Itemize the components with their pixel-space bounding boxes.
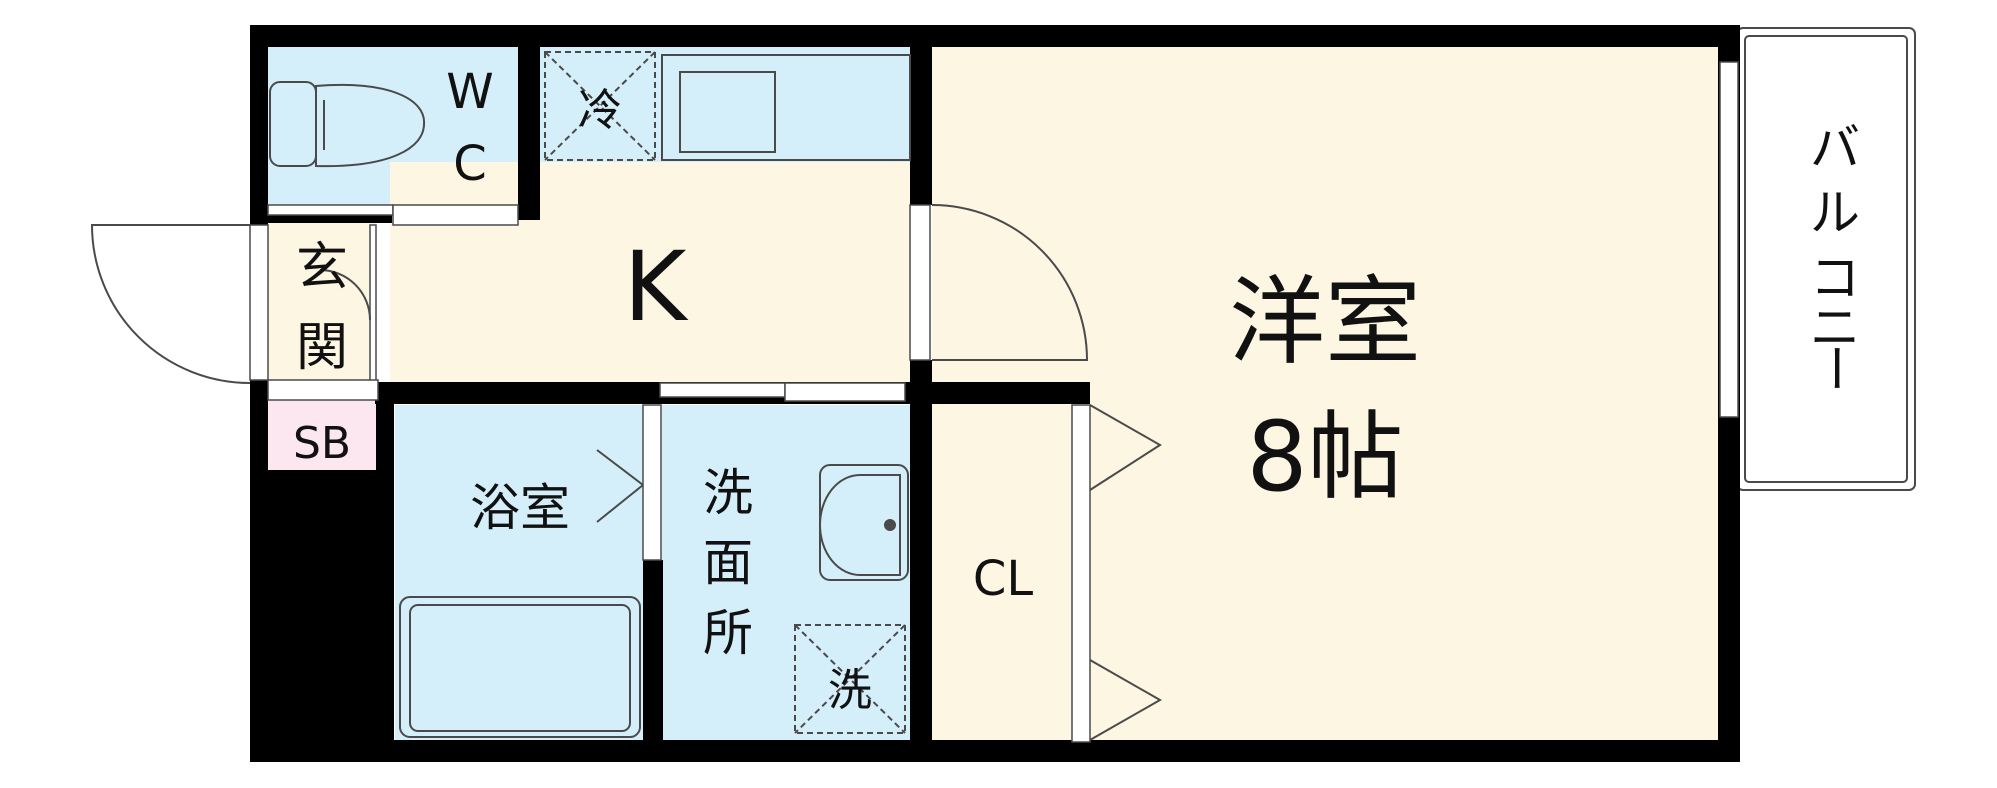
- closet-label: CL: [973, 551, 1034, 607]
- toilet-bowl: [315, 84, 426, 168]
- balcony-label-1: バ: [1810, 119, 1860, 177]
- wc-label-w: W: [446, 64, 493, 120]
- bathtub: [399, 596, 641, 738]
- entrance-area: [268, 222, 376, 384]
- balcony-label-3: コ: [1810, 249, 1860, 307]
- washroom-label-2: 面: [703, 534, 753, 592]
- washer-label: 洗: [828, 665, 872, 716]
- western-room-name: 洋室: [1229, 266, 1421, 378]
- fridge-label: 冷: [578, 85, 622, 136]
- entrance-label-1: 玄: [296, 238, 348, 298]
- labels: W C 冷 K 玄 関 SB 浴室 洗 面 所 洗 CL 洋室 8帖 バ ル コ…: [293, 64, 1864, 716]
- bathroom-label: 浴室: [470, 479, 570, 537]
- door-swings: [90, 204, 1163, 741]
- balcony-label-2: ル: [1810, 184, 1860, 242]
- washroom-area: [662, 405, 910, 740]
- washroom-label-3: 所: [703, 604, 753, 662]
- openings: [249, 61, 1739, 743]
- fridge-space: [544, 51, 656, 161]
- kitchen-area: [390, 162, 915, 384]
- balcony-label-5: ー: [1806, 343, 1864, 393]
- sink-counter: [661, 54, 911, 161]
- sink: [679, 71, 776, 153]
- washer-space: [794, 624, 906, 734]
- wc-label-c: C: [453, 136, 487, 192]
- washroom-label-1: 洗: [703, 464, 753, 522]
- fixtures: [269, 51, 911, 738]
- bathroom-area: [395, 405, 643, 740]
- western-room-size: 8帖: [1246, 401, 1403, 513]
- shoe-box-area: [268, 400, 376, 470]
- balcony-label-4: ニ: [1810, 299, 1860, 357]
- shoe-box-label: SB: [293, 418, 351, 469]
- kitchen-label: K: [624, 231, 689, 343]
- entrance-label-2: 関: [296, 318, 348, 378]
